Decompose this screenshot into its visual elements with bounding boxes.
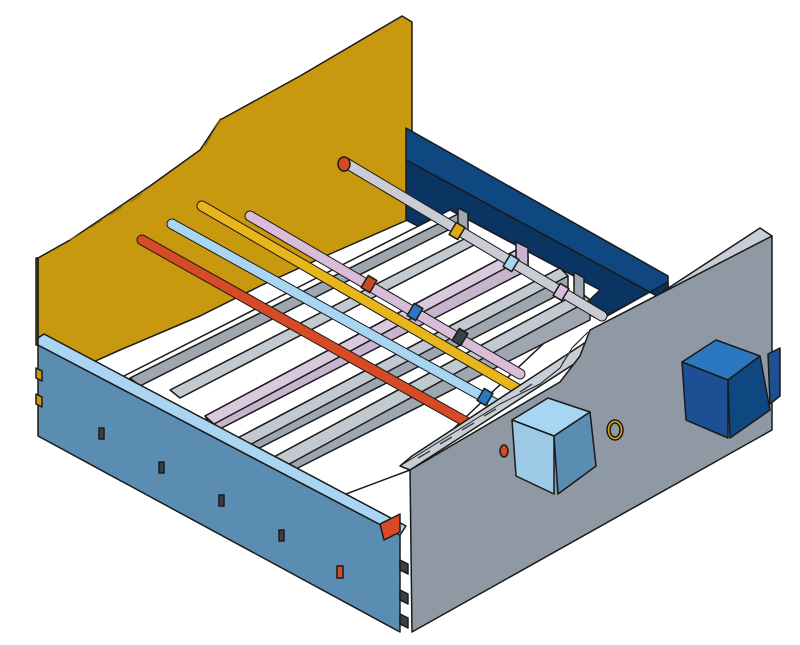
right-panel-finger-joints: [417, 337, 583, 459]
slot-red: [336, 565, 344, 579]
rod-red-fill: [137, 235, 471, 427]
rod-silver-ring-yellow: [448, 221, 466, 241]
dark-cube-front: [681, 361, 729, 439]
slot: [158, 461, 165, 474]
rod-light-blue-fill: [167, 219, 501, 409]
rod-pink-ring-dark: [451, 327, 469, 347]
front-panel-slots: [98, 427, 344, 579]
rod-silver-ring-blue: [502, 253, 520, 273]
rod-pink: [244, 210, 526, 380]
blue-side-panel-lower: [405, 159, 669, 321]
slot: [278, 529, 285, 542]
rod-light-blue: [166, 218, 502, 410]
rod-red-bottom-end: [379, 513, 401, 541]
front-panel-top-edge: [37, 333, 407, 536]
front-panel-left-notches: [35, 367, 43, 408]
rod-silver-ring-pink: [552, 282, 570, 302]
rod-silver-end: [337, 156, 351, 172]
rod-light-blue-ring-blue: [406, 302, 424, 322]
slot: [98, 427, 105, 440]
back-panel-yellow-finger-joints: [69, 117, 222, 241]
rod-pink-fill: [245, 211, 525, 379]
rod-light-blue-ring-end: [476, 387, 494, 407]
knob-cube-front: [511, 419, 555, 495]
rod-red: [136, 234, 472, 428]
hole-yellow-ring-inner: [609, 422, 621, 438]
back-panel-yellow-face: [37, 15, 413, 369]
rod-yellow: [196, 200, 522, 394]
knob-cube-light-blue: [511, 397, 597, 495]
rod-yellow-fill: [197, 201, 521, 393]
back-panel-yellow: [35, 15, 413, 369]
hole-red: [499, 444, 509, 458]
rod-silver: [337, 156, 608, 322]
knob-cube-side: [553, 411, 597, 495]
rods: [136, 156, 608, 428]
dark-cube-peek-right: [767, 347, 781, 405]
knob-cube-dark-blue: [681, 339, 781, 439]
back-panel-yellow-top-edge: [35, 257, 39, 346]
rod-yellow-ring-red: [360, 274, 378, 294]
dark-cube-side: [727, 355, 771, 439]
slot: [218, 494, 225, 507]
front-panel-light-blue: [35, 333, 409, 633]
front-panel-right-notches: [399, 559, 409, 629]
